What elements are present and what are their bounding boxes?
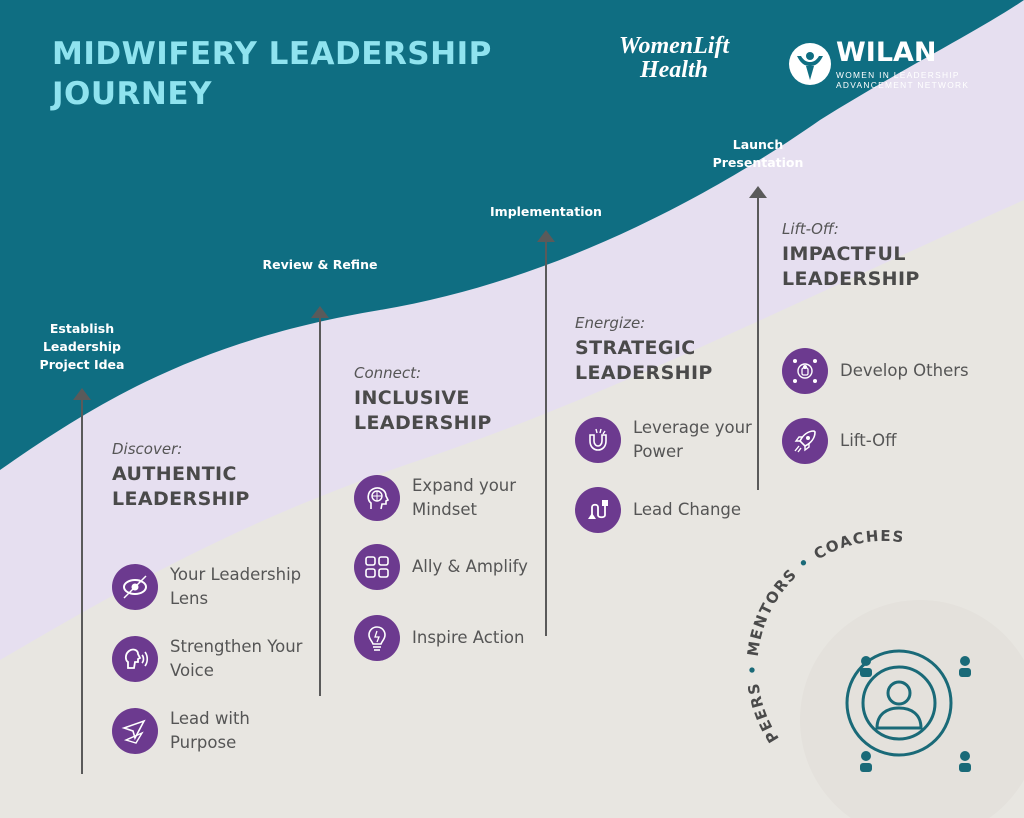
womenlift-health-logo: WomenLift Health <box>618 33 730 83</box>
magnet-icon <box>575 417 621 463</box>
step-item-leverage-your-power: Leverage your Power <box>575 416 783 464</box>
rocket-icon <box>782 418 828 464</box>
eye-icon <box>112 564 158 610</box>
step-label: Develop Others <box>840 361 969 380</box>
wilan-logo-icon <box>789 43 831 85</box>
stage-heading: STRATEGIC LEADERSHIP <box>575 337 713 384</box>
milestone-arrow-3 <box>537 230 555 636</box>
step-label: Ally & Amplify <box>412 557 528 576</box>
step-label: Expand your Mindset <box>412 476 517 519</box>
mentor-network-icon <box>845 649 971 772</box>
step-label: Lead Change <box>633 500 742 519</box>
stage-heading: IMPACTFUL LEADERSHIP <box>782 243 920 290</box>
wilan-wordmark: WILAN <box>836 37 937 68</box>
step-item-lead-change: Lead Change <box>575 487 783 533</box>
stage-prefix: Discover: <box>112 440 183 458</box>
paper-plane-icon <box>112 708 158 754</box>
stage-discover: Discover: AUTHENTIC LEADERSHIP <box>112 440 312 512</box>
step-item-expand-your-mindset: Expand your Mindset <box>354 474 562 522</box>
page-title: MIDWIFERY LEADERSHIP JOURNEY <box>52 36 492 112</box>
milestone-label-3: Implementation <box>490 204 602 219</box>
lightbulb-icon <box>354 615 400 661</box>
step-label: Your Leadership Lens <box>170 565 302 608</box>
stage-prefix: Connect: <box>354 364 422 382</box>
speaking-head-icon <box>112 636 158 682</box>
stage-heading: AUTHENTIC LEADERSHIP <box>112 463 250 510</box>
step-item-develop-others: Develop Others <box>782 348 990 394</box>
stage-lift-off: Lift-Off: IMPACTFUL LEADERSHIP <box>782 220 982 292</box>
fist-bump-icon <box>354 544 400 590</box>
support-network: PEERS • MENTORS • COACHES <box>743 527 971 772</box>
stage-prefix: Energize: <box>575 314 646 332</box>
milestone-arrow-4 <box>749 186 767 490</box>
milestone-arrow-2 <box>311 306 329 696</box>
milestone-label-4: Launch Presentation <box>712 137 804 170</box>
step-item-your-leadership-lens: Your Leadership Lens <box>112 563 320 611</box>
wilan-subtitle: WOMEN IN LEADERSHIP ADVANCEMENT NETWORK <box>836 70 970 90</box>
step-item-inspire-action: Inspire Action <box>354 615 562 661</box>
network-icon <box>782 348 828 394</box>
globe-head-icon <box>354 475 400 521</box>
step-label: Inspire Action <box>412 628 525 647</box>
change-path-icon <box>575 487 621 533</box>
stage-prefix: Lift-Off: <box>782 220 839 238</box>
milestone-label-2: Review & Refine <box>262 257 378 272</box>
milestone-label-1: Establish Leadership Project Idea <box>39 321 125 372</box>
step-label: Lift-Off <box>840 431 897 450</box>
step-label: Strengthen Your Voice <box>170 637 303 680</box>
stage-heading: INCLUSIVE LEADERSHIP <box>354 387 492 434</box>
step-item-strengthen-your-voice: Strengthen Your Voice <box>112 635 320 683</box>
milestone-arrow-1 <box>73 388 91 774</box>
step-label: Lead with Purpose <box>170 709 250 752</box>
stage-connect: Connect: INCLUSIVE LEADERSHIP <box>354 364 554 436</box>
background-teal-band <box>0 0 1024 470</box>
step-item-lift-off: Lift-Off <box>782 418 990 464</box>
stage-energize: Energize: STRATEGIC LEADERSHIP <box>575 314 775 386</box>
step-item-lead-with-purpose: Lead with Purpose <box>112 707 320 755</box>
step-item-ally-and-amplify: Ally & Amplify <box>354 544 562 590</box>
step-label: Leverage your Power <box>633 418 752 461</box>
